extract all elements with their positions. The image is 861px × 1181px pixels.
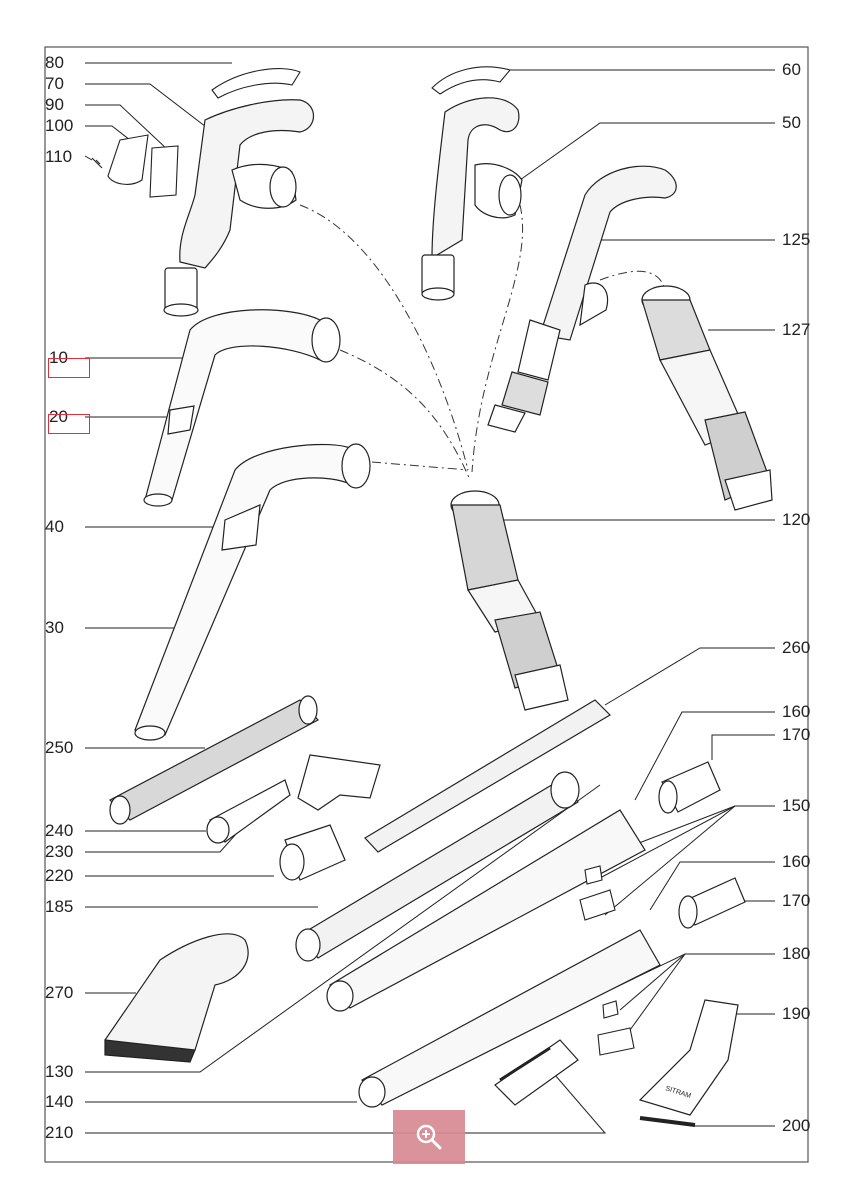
hose-250 <box>108 695 319 825</box>
part-80-cap <box>211 68 301 99</box>
hose-127 <box>641 285 773 511</box>
leader-260 <box>604 647 775 706</box>
label-30: 30 <box>45 618 64 637</box>
leader-160a <box>634 711 775 801</box>
label-80: 80 <box>45 53 64 72</box>
brush-270 <box>104 933 249 1063</box>
tube-10 <box>143 309 341 507</box>
label-220: 220 <box>45 866 74 885</box>
label-70: 70 <box>45 74 64 93</box>
highlight-box-10 <box>48 358 90 378</box>
label-180: 180 <box>782 944 811 963</box>
tube-30 <box>134 443 371 741</box>
label-10: 10 <box>49 348 68 367</box>
zoom-in-icon <box>416 1124 442 1150</box>
part-60-cap <box>431 66 511 95</box>
label-160a: 160 <box>782 702 811 721</box>
leader-90 <box>85 104 169 151</box>
small-parts-90-100-110 <box>91 134 179 198</box>
label-110: 110 <box>45 147 73 166</box>
label-127: 127 <box>782 320 811 339</box>
handle-70 <box>163 99 315 317</box>
handle-50 <box>421 97 523 301</box>
label-260: 260 <box>782 638 811 657</box>
label-50: 50 <box>782 113 801 132</box>
nozzle-210 <box>494 1039 579 1106</box>
tube-130 <box>326 809 646 1012</box>
label-185: 185 <box>45 897 74 916</box>
tube-185 <box>295 771 580 962</box>
leader-130 <box>85 784 601 1073</box>
leader-lines <box>84 62 775 1134</box>
label-120: 120 <box>782 510 811 529</box>
leader-70 <box>85 83 211 131</box>
zoom-button[interactable] <box>393 1110 465 1164</box>
label-210: 210 <box>45 1123 74 1142</box>
nozzle-240 <box>206 779 291 844</box>
tube-140 <box>358 929 661 1108</box>
nozzle-190: SITRAM <box>638 999 739 1127</box>
label-270: 270 <box>45 983 74 1002</box>
leader-170a <box>711 734 775 760</box>
highlight-box-20 <box>48 414 90 434</box>
label-40: 40 <box>45 517 64 536</box>
leader-50 <box>519 122 775 181</box>
hose-120 <box>450 490 569 711</box>
label-150: 150 <box>782 796 811 815</box>
label-230: 230 <box>45 842 74 861</box>
label-130: 130 <box>45 1062 74 1081</box>
label-190: 190 <box>782 1004 811 1023</box>
label-170b: 170 <box>782 891 811 910</box>
label-170a: 170 <box>782 725 811 744</box>
leader-210 <box>85 1074 607 1134</box>
tube-260 <box>364 699 611 853</box>
dashed-connections <box>299 204 666 481</box>
leader-160b <box>649 861 775 911</box>
label-140: 140 <box>45 1092 74 1111</box>
label-240: 240 <box>45 821 74 840</box>
adapter-220 <box>279 824 346 881</box>
leader-100 <box>85 125 131 141</box>
handle-125 <box>487 165 677 433</box>
label-100: 100 <box>45 116 74 135</box>
label-60: 60 <box>782 60 801 79</box>
leader-110 <box>84 155 93 161</box>
label-90: 90 <box>45 95 64 114</box>
nozzle-230 <box>297 754 381 811</box>
label-160b: 160 <box>782 852 811 871</box>
label-20: 20 <box>49 407 68 426</box>
couplings-170 <box>658 761 746 929</box>
clips-150-180 <box>579 865 635 1056</box>
label-200: 200 <box>782 1116 811 1135</box>
label-125: 125 <box>782 230 811 249</box>
label-250: 250 <box>45 738 74 757</box>
